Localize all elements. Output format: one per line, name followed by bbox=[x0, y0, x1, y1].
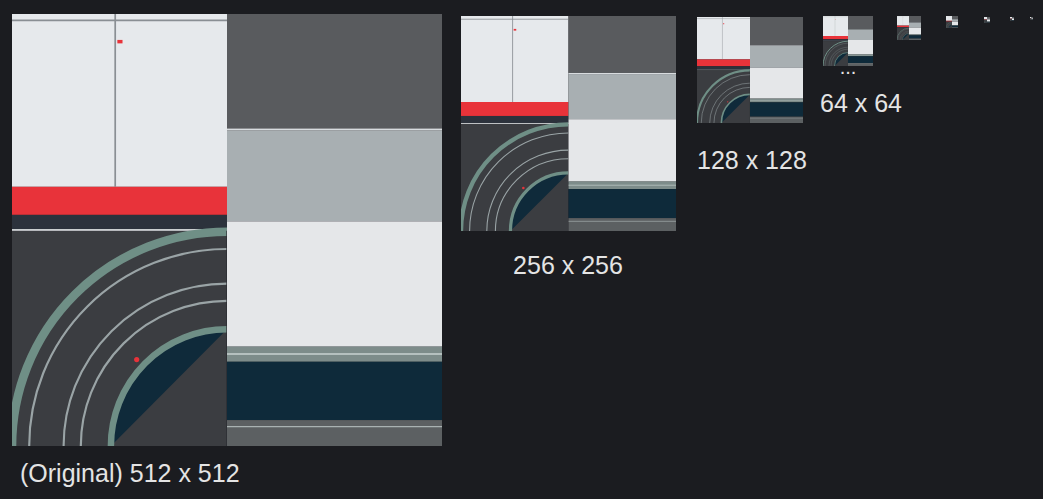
size-label: 128 x 128 bbox=[697, 147, 807, 175]
texture-256 bbox=[461, 16, 676, 231]
texture-2 bbox=[1030, 17, 1033, 20]
texture-32 bbox=[897, 16, 921, 40]
texture-512 bbox=[12, 14, 442, 446]
size-label: 256 x 256 bbox=[513, 252, 623, 280]
texture-128 bbox=[697, 17, 803, 123]
texture-16 bbox=[946, 16, 958, 28]
texture-4 bbox=[1010, 17, 1014, 21]
size-label: 64 x 64 bbox=[820, 90, 902, 118]
size-label: (Original) 512 x 512 bbox=[20, 460, 240, 488]
ellipsis-label: ... bbox=[840, 56, 857, 78]
texture-8 bbox=[984, 17, 990, 23]
